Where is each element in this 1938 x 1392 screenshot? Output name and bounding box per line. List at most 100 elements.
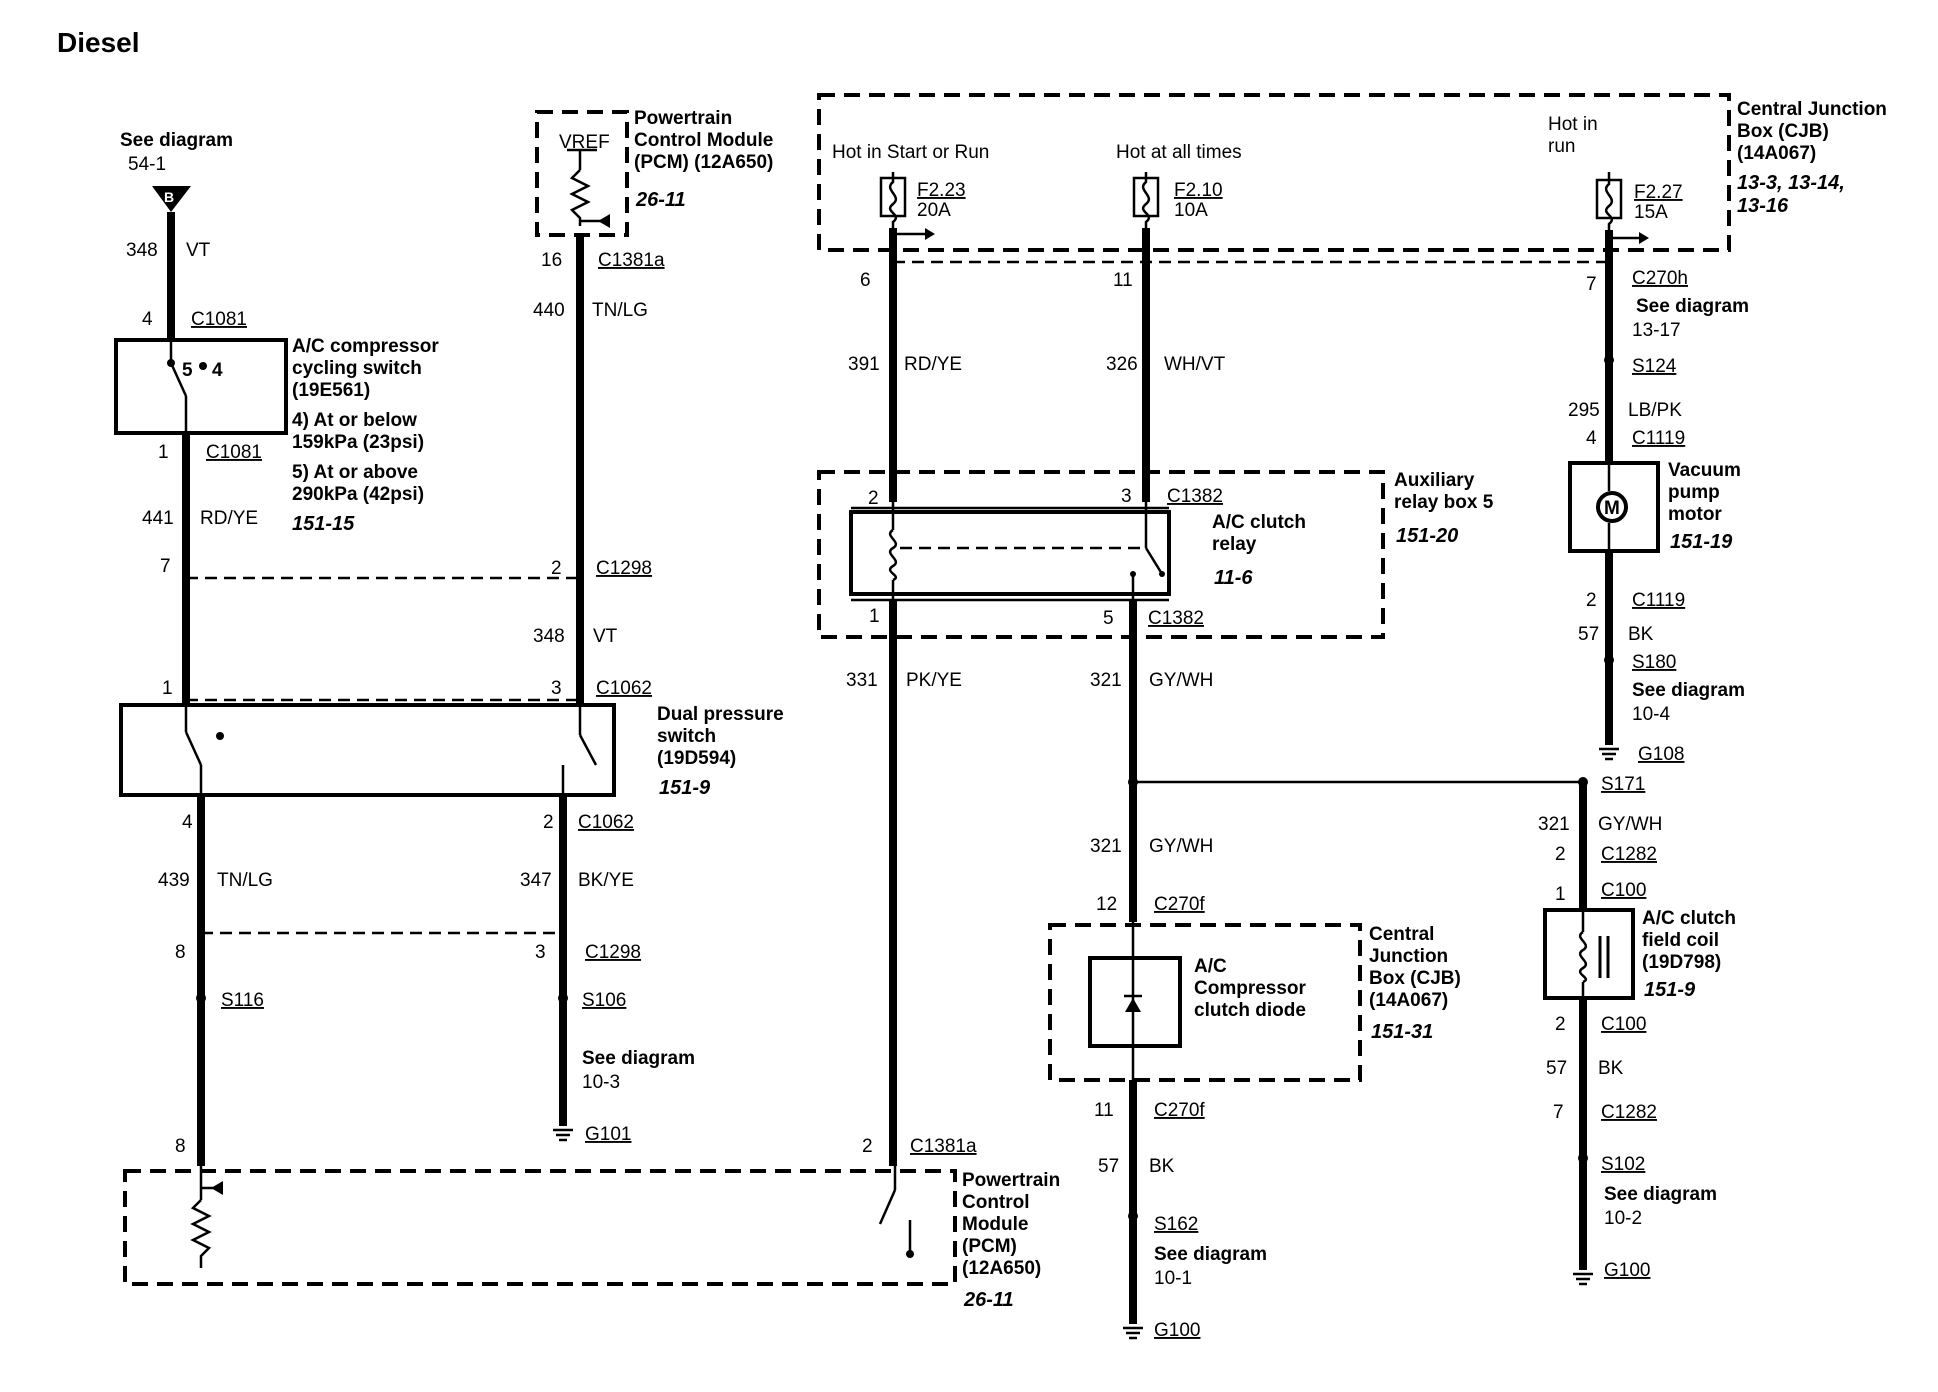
connector-pin: 7	[1553, 1102, 1564, 1123]
wire-color: LB/PK	[1628, 400, 1682, 421]
component-label: Control Module	[634, 130, 773, 151]
wire-circuit: 348	[126, 240, 158, 261]
component-label: 159kPa (23psi)	[292, 432, 424, 453]
ac-clutch-field-coil	[1543, 908, 1635, 1000]
component-ref: 151-20	[1396, 525, 1458, 547]
component-label: A/C clutch	[1212, 512, 1306, 533]
ac-compressor-cycling-switch: 5 4	[114, 338, 288, 435]
connector-pin: 4	[142, 309, 153, 330]
splice-label: S171	[1601, 774, 1645, 795]
ground-ref-label: 10-2	[1604, 1208, 1642, 1229]
component-label: 5) At or above	[292, 462, 418, 483]
component-label: Central	[1369, 924, 1434, 945]
component-label: Vacuum	[1668, 460, 1741, 481]
fuse-id: F2.23	[917, 180, 966, 201]
component-label: relay	[1212, 534, 1257, 555]
connector-pin: 1	[158, 442, 169, 463]
component-ref: 11-6	[1214, 567, 1253, 589]
connector-pin: 11	[1094, 1100, 1114, 1121]
component-ref: 151-31	[1371, 1021, 1433, 1043]
wire-color: BK	[1628, 624, 1654, 645]
connector-pin: 1	[869, 606, 880, 627]
connector-pin: 2	[1555, 844, 1566, 865]
component-label: field coil	[1642, 930, 1719, 951]
component-label: (14A067)	[1369, 990, 1448, 1011]
switch-pin-4: 4	[212, 360, 223, 381]
splice-label: S106	[582, 990, 626, 1011]
connector-id: C270f	[1154, 894, 1205, 915]
wire-circuit: 347	[520, 870, 552, 891]
battery-symbol	[152, 186, 191, 212]
connector-pin: 16	[541, 250, 562, 271]
connector-id: C1119	[1632, 428, 1685, 449]
connector-id: C1381a	[910, 1136, 977, 1157]
connector-pin: 5	[1103, 608, 1114, 629]
ground-id: G100	[1154, 1320, 1200, 1341]
connector-id: C1382	[1167, 486, 1223, 507]
battery-symbol-letter: B	[164, 189, 174, 205]
component-label: relay box 5	[1394, 492, 1494, 513]
ground-id: G108	[1638, 744, 1684, 765]
connector-pin: 2	[1555, 1014, 1566, 1035]
ground-see-label: See diagram	[1604, 1184, 1717, 1205]
fuse-f2-27	[1595, 172, 1649, 244]
diagram-title: Diesel	[57, 27, 140, 58]
diode-icon	[1125, 998, 1141, 1012]
connector-pin: 7	[1586, 274, 1597, 295]
component-label: Central Junction	[1737, 99, 1887, 120]
connector-pin: 2	[862, 1136, 873, 1157]
ground-ref-label: 10-4	[1632, 704, 1670, 725]
component-label: (19E561)	[292, 380, 370, 401]
fuse-amps: 15A	[1634, 202, 1668, 223]
ground-symbol	[1123, 1326, 1143, 1340]
component-label: Compressor	[1194, 978, 1307, 999]
component-ref: 26-11	[635, 189, 686, 211]
connector-pin: 1	[1555, 884, 1566, 905]
wire-circuit: 321	[1538, 814, 1570, 835]
pcm-top-module: VREF	[535, 110, 629, 237]
component-label: 4) At or below	[292, 410, 417, 431]
fuse-amps: 10A	[1174, 200, 1208, 221]
wire-color: RD/YE	[904, 354, 962, 375]
connector-id: C1119	[1632, 590, 1685, 611]
splice-label: S162	[1154, 1214, 1198, 1235]
battery-see-label: See diagram	[120, 130, 233, 151]
component-label: A/C clutch	[1642, 908, 1736, 929]
wire-circuit: 321	[1090, 670, 1122, 691]
connector-pin: 1	[162, 678, 173, 699]
cjb-diode-box	[1048, 922, 1362, 1090]
motor-icon: M	[1604, 498, 1620, 519]
battery-ref-label: 54-1	[128, 154, 166, 175]
component-label: Box (CJB)	[1737, 121, 1829, 142]
pcm-bottom-module	[123, 1166, 957, 1286]
connector-id: C270h	[1632, 268, 1688, 289]
wire-color: VT	[593, 626, 618, 647]
wire-circuit: 321	[1090, 836, 1122, 857]
auxiliary-relay-box	[817, 470, 1385, 639]
component-ref: 151-19	[1670, 531, 1733, 553]
wire-circuit: 295	[1568, 400, 1600, 421]
ground-id: G100	[1604, 1260, 1650, 1281]
connector-id: C1282	[1601, 844, 1657, 865]
fuse-id: F2.27	[1634, 182, 1683, 203]
component-label: Box (CJB)	[1369, 968, 1461, 989]
connector-pin: 3	[551, 678, 562, 699]
wire-circuit: 348	[533, 626, 565, 647]
splice-label: S116	[221, 990, 264, 1011]
wire-circuit: 441	[142, 508, 174, 529]
power-status-label: run	[1548, 136, 1575, 157]
splice-label: S102	[1601, 1154, 1645, 1175]
connector-id: C1381a	[598, 250, 665, 271]
component-label: Auxiliary	[1394, 470, 1475, 491]
ground-see-label: See diagram	[1154, 1244, 1267, 1265]
wire-circuit: 331	[846, 670, 878, 691]
ground-symbol	[1573, 1272, 1593, 1286]
component-label: cycling switch	[292, 358, 422, 379]
connector-pin: 4	[1586, 428, 1597, 449]
connector-pin: 11	[1113, 270, 1133, 291]
battery-reference: See diagram 54-1 B	[120, 130, 233, 212]
power-status-label: Hot in Start or Run	[832, 142, 989, 163]
connector-id: C1062	[578, 812, 634, 833]
vacuum-pump-motor: M	[1568, 461, 1660, 553]
